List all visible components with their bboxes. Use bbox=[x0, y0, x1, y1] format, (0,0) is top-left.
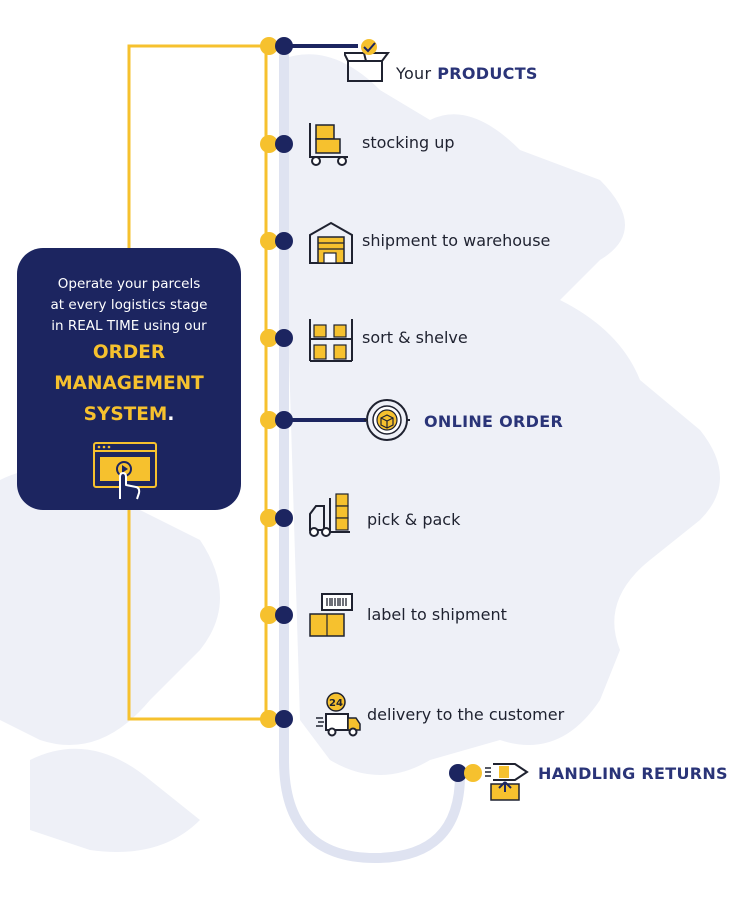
barcode-box-icon bbox=[309, 593, 353, 637]
oms-info-panel: Operate your parcels at every logistics … bbox=[17, 248, 241, 510]
yellow-connector bbox=[127, 44, 266, 721]
step-label-delivery: delivery to the customer bbox=[367, 705, 565, 724]
hand-truck-boxes-icon bbox=[309, 123, 348, 166]
panel-line-3: in REAL TIME using our bbox=[51, 318, 207, 334]
svg-text:24: 24 bbox=[329, 698, 343, 709]
panel-line-1: Operate your parcels bbox=[57, 276, 201, 292]
step-dot-sort-shelve bbox=[260, 329, 293, 347]
panel-line-2: at every logistics stage bbox=[50, 297, 208, 313]
truck-24-icon: 24 bbox=[316, 692, 361, 737]
step-label-stocking: stocking up bbox=[362, 133, 455, 152]
panel-highlight-1: ORDER bbox=[92, 342, 166, 363]
step-label-returns: HANDLING RETURNS bbox=[538, 764, 728, 783]
step-dot-stocking bbox=[260, 135, 293, 153]
step-label-products-prefix: Your bbox=[396, 64, 432, 83]
panel-highlight-3-suffix: . bbox=[167, 404, 175, 425]
forklift-icon bbox=[309, 493, 350, 537]
open-box-check-icon bbox=[344, 39, 390, 82]
step-dot-returns bbox=[449, 764, 482, 782]
step-label-products-text: PRODUCTS bbox=[437, 64, 538, 83]
step-label-online-order: ONLINE ORDER bbox=[424, 412, 564, 431]
return-box-icon bbox=[485, 763, 529, 801]
step-label-sort-shelve: sort & shelve bbox=[362, 328, 468, 347]
step-label-label-shipment: label to shipment bbox=[367, 605, 507, 624]
panel-highlight-3-text: SYSTEM bbox=[83, 404, 168, 425]
step-label-pick-pack: pick & pack bbox=[367, 510, 461, 529]
step-dot-products bbox=[260, 37, 293, 55]
shelves-icon bbox=[309, 319, 353, 362]
step-dot-online-order bbox=[260, 411, 293, 429]
step-label-products: Your PRODUCTS bbox=[396, 64, 538, 83]
step-dot-pick-pack bbox=[260, 509, 293, 527]
panel-highlight-2: MANAGEMENT bbox=[54, 373, 204, 394]
step-label-shipment-warehouse: shipment to warehouse bbox=[362, 231, 551, 250]
browser-click-icon bbox=[93, 442, 157, 500]
europe-map-background bbox=[0, 54, 720, 852]
panel-highlight-3: SYSTEM. bbox=[17, 399, 241, 430]
warehouse-icon bbox=[309, 221, 353, 264]
target-box-icon bbox=[364, 399, 410, 441]
step-dot-delivery bbox=[260, 710, 293, 728]
step-dot-label-shipment bbox=[260, 606, 293, 624]
timeline-track bbox=[279, 50, 465, 864]
step-dot-shipment-warehouse bbox=[260, 232, 293, 250]
